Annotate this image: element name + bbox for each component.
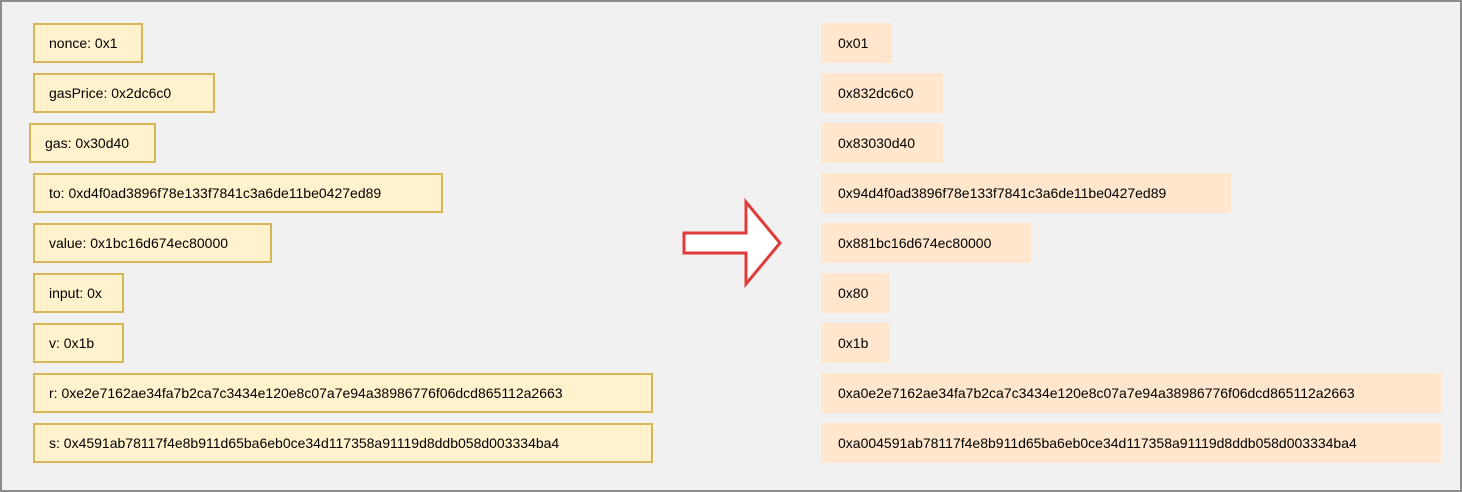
field-value: value: 0x1bc16d674ec80000 [33, 223, 272, 263]
encoded-s: 0xa004591ab78117f4e8b911d65ba6eb0ce34d11… [821, 423, 1441, 463]
encoded-nonce: 0x01 [821, 23, 892, 63]
encoded-v: 0x1b [821, 323, 890, 363]
field-gas: gas: 0x30d40 [29, 123, 156, 163]
right-arrow-icon [682, 197, 782, 289]
encoded-gasprice: 0x832dc6c0 [821, 73, 943, 113]
encoded-to: 0x94d4f0ad3896f78e133f7841c3a6de11be0427… [821, 173, 1231, 213]
field-s: s: 0x4591ab78117f4e8b911d65ba6eb0ce34d11… [33, 423, 653, 463]
field-nonce: nonce: 0x1 [33, 23, 143, 63]
field-to: to: 0xd4f0ad3896f78e133f7841c3a6de11be04… [33, 173, 443, 213]
encoded-value: 0x881bc16d674ec80000 [821, 223, 1031, 263]
field-gasprice: gasPrice: 0x2dc6c0 [33, 73, 215, 113]
field-r: r: 0xe2e7162ae34fa7b2ca7c3434e120e8c07a7… [33, 373, 653, 413]
encoded-r: 0xa0e2e7162ae34fa7b2ca7c3434e120e8c07a7e… [821, 373, 1441, 413]
encoded-input: 0x80 [821, 273, 890, 313]
field-input: input: 0x [33, 273, 124, 313]
field-v: v: 0x1b [33, 323, 124, 363]
encoded-gas: 0x83030d40 [821, 123, 943, 163]
